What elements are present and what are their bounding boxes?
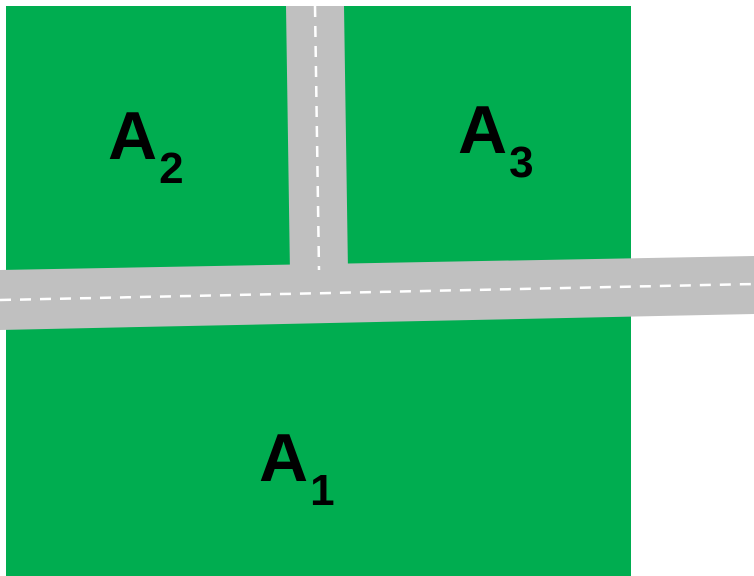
area-label-a2-letter: A	[108, 98, 158, 174]
horizontal-road	[0, 256, 754, 330]
area-label-a1: A1	[259, 424, 335, 513]
area-label-a2: A2	[108, 102, 184, 191]
area-label-a3-subscript: 3	[509, 138, 534, 187]
area-label-a1-subscript: 1	[310, 466, 335, 515]
area-label-a1-letter: A	[259, 420, 309, 496]
area-label-a3: A3	[458, 96, 534, 185]
vertical-road	[286, 6, 348, 274]
area-label-a2-subscript: 2	[159, 144, 184, 193]
area-label-a3-letter: A	[458, 92, 508, 168]
horizontal-road-centerline	[0, 282, 754, 302]
vertical-road-centerline	[313, 5, 321, 271]
